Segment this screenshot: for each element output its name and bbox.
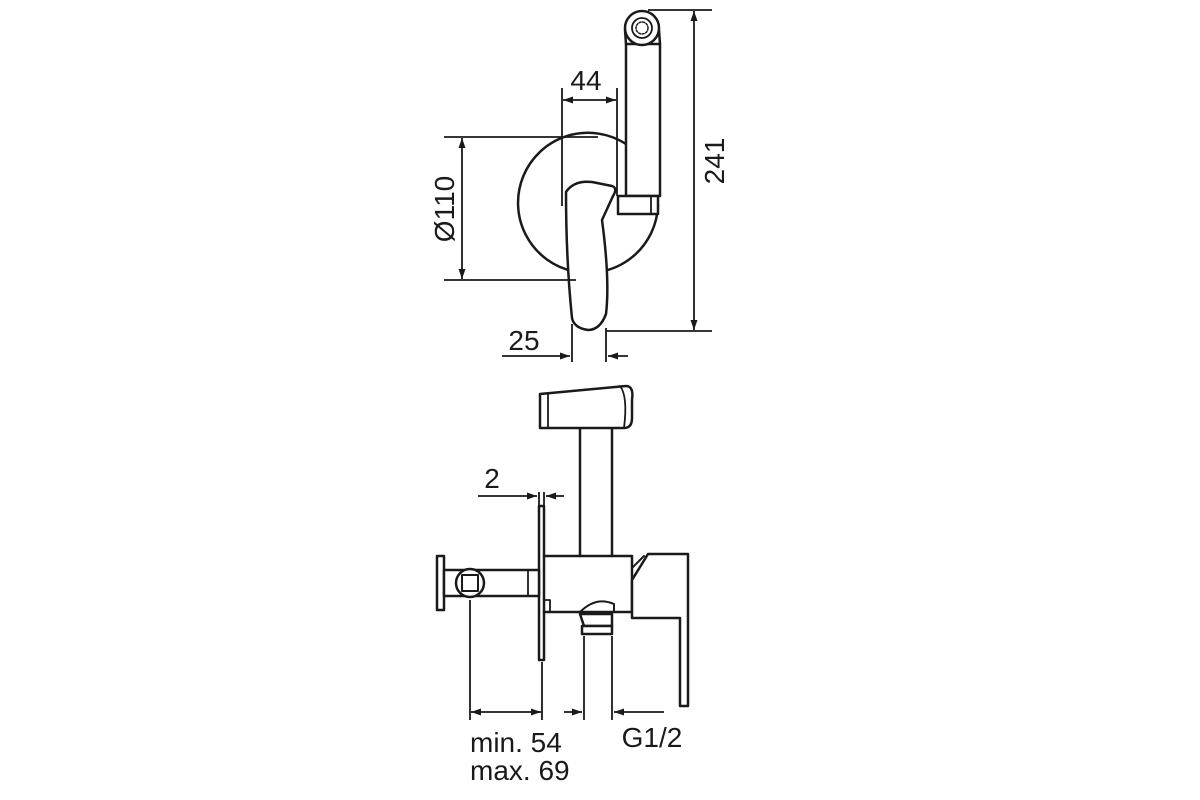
rosette-side <box>537 504 546 662</box>
front-view <box>516 9 662 332</box>
dim-depth-max-label: max. 69 <box>470 755 570 786</box>
dim-handle-width-label: 25 <box>508 325 539 356</box>
side-dimensions <box>469 492 664 720</box>
dim-height-label: 241 <box>699 138 730 185</box>
front-dimensions <box>444 9 712 362</box>
shower-pipe <box>578 422 614 558</box>
dim-depth-min-label: min. 54 <box>470 727 562 758</box>
side-view <box>435 384 690 708</box>
dim-diameter-label: Ø110 <box>429 176 460 242</box>
dim-thread-label: G1/2 <box>622 722 683 753</box>
rosette-outline <box>516 131 660 274</box>
dim-width-top-label: 44 <box>570 65 601 96</box>
dim-plate-thickness-label: 2 <box>484 463 500 494</box>
hand-shower-side <box>538 384 634 430</box>
mixer-body <box>542 554 634 636</box>
lever-handle-side <box>630 552 690 708</box>
lever-handle-front <box>564 180 617 332</box>
valve-stem <box>435 554 541 612</box>
hand-shower-front <box>616 9 662 216</box>
